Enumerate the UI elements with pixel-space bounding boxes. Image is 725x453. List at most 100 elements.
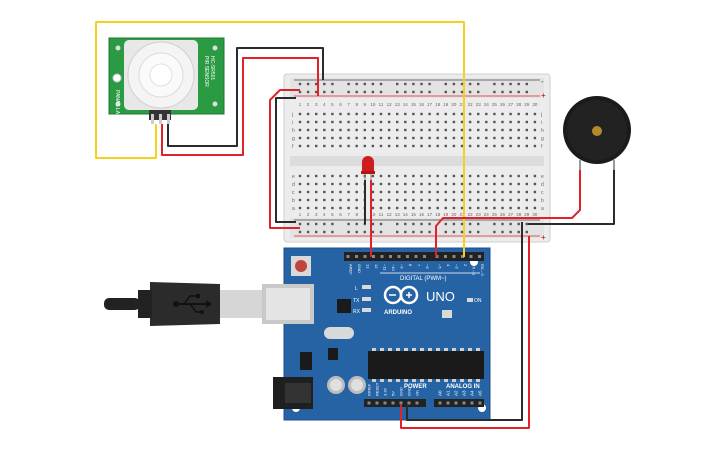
breadboard-hole[interactable] xyxy=(396,144,399,148)
wire-pir-ground[interactable] xyxy=(167,47,324,147)
breadboard-hole[interactable] xyxy=(387,206,391,210)
breadboard-hole[interactable] xyxy=(404,190,407,194)
breadboard-hole[interactable] xyxy=(298,190,302,194)
breadboard-hole[interactable] xyxy=(493,206,496,210)
breadboard-hole[interactable] xyxy=(501,112,504,116)
breadboard-hole[interactable] xyxy=(452,112,456,116)
digital-pin-socket[interactable] xyxy=(478,255,481,258)
breadboard-hole[interactable] xyxy=(355,144,358,148)
breadboard-hole[interactable] xyxy=(355,206,358,210)
breadboard-hole[interactable] xyxy=(331,182,334,186)
breadboard-hole[interactable] xyxy=(363,112,366,116)
breadboard-hole[interactable] xyxy=(404,174,407,178)
breadboard-hole[interactable] xyxy=(412,128,415,132)
breadboard-hole[interactable] xyxy=(452,206,456,210)
rail-hole[interactable] xyxy=(379,230,383,234)
breadboard-hole[interactable] xyxy=(444,128,447,132)
breadboard-hole[interactable] xyxy=(509,144,512,148)
breadboard-hole[interactable] xyxy=(371,206,375,210)
rail-hole[interactable] xyxy=(298,90,302,94)
breadboard-hole[interactable] xyxy=(420,136,423,140)
breadboard-hole[interactable] xyxy=(404,206,407,210)
rail-hole[interactable] xyxy=(444,230,447,234)
breadboard-hole[interactable] xyxy=(347,112,350,116)
breadboard-hole[interactable] xyxy=(323,182,326,186)
breadboard-hole[interactable] xyxy=(323,190,326,194)
breadboard-hole[interactable] xyxy=(331,112,334,116)
breadboard-hole[interactable] xyxy=(331,190,334,194)
breadboard-hole[interactable] xyxy=(428,136,431,140)
breadboard-hole[interactable] xyxy=(331,120,334,124)
rail-hole[interactable] xyxy=(420,82,423,86)
breadboard-hole[interactable] xyxy=(485,206,488,210)
breadboard-hole[interactable] xyxy=(298,112,302,116)
breadboard-hole[interactable] xyxy=(315,198,318,202)
breadboard-hole[interactable] xyxy=(306,136,310,140)
rail-hole[interactable] xyxy=(525,230,528,234)
breadboard-hole[interactable] xyxy=(436,190,439,194)
breadboard-hole[interactable] xyxy=(452,198,456,202)
analog-pin-socket[interactable] xyxy=(454,401,458,405)
breadboard-hole[interactable] xyxy=(452,182,456,186)
breadboard-hole[interactable] xyxy=(420,144,423,148)
digital-pin-socket[interactable] xyxy=(414,255,418,258)
rail-hole[interactable] xyxy=(323,82,326,86)
breadboard-hole[interactable] xyxy=(412,144,415,148)
breadboard-hole[interactable] xyxy=(533,182,537,186)
rail-hole[interactable] xyxy=(525,90,528,94)
breadboard-hole[interactable] xyxy=(355,112,358,116)
breadboard-hole[interactable] xyxy=(363,136,366,140)
breadboard-hole[interactable] xyxy=(339,128,342,132)
breadboard-hole[interactable] xyxy=(517,144,520,148)
breadboard-hole[interactable] xyxy=(468,198,472,202)
breadboard-hole[interactable] xyxy=(436,198,439,202)
breadboard-hole[interactable] xyxy=(306,112,310,116)
breadboard-hole[interactable] xyxy=(533,136,537,140)
breadboard-hole[interactable] xyxy=(371,198,375,202)
breadboard-hole[interactable] xyxy=(509,182,512,186)
rail-hole[interactable] xyxy=(477,230,480,234)
rail-hole[interactable] xyxy=(428,222,431,226)
rail-hole[interactable] xyxy=(306,90,310,94)
breadboard-hole[interactable] xyxy=(420,190,423,194)
rail-hole[interactable] xyxy=(509,230,512,234)
breadboard-hole[interactable] xyxy=(477,112,480,116)
breadboard-hole[interactable] xyxy=(485,174,488,178)
breadboard-hole[interactable] xyxy=(428,112,431,116)
breadboard-hole[interactable] xyxy=(525,198,528,202)
breadboard-hole[interactable] xyxy=(485,190,488,194)
breadboard-hole[interactable] xyxy=(452,190,456,194)
breadboard-hole[interactable] xyxy=(379,120,383,124)
breadboard-hole[interactable] xyxy=(477,136,480,140)
breadboard-hole[interactable] xyxy=(493,112,496,116)
breadboard-hole[interactable] xyxy=(363,128,366,132)
breadboard-hole[interactable] xyxy=(493,144,496,148)
wire-buzzer-ground[interactable] xyxy=(528,170,615,225)
breadboard-hole[interactable] xyxy=(379,190,383,194)
breadboard-hole[interactable] xyxy=(501,206,504,210)
breadboard-hole[interactable] xyxy=(444,198,447,202)
breadboard-hole[interactable] xyxy=(468,190,472,194)
breadboard-hole[interactable] xyxy=(533,174,537,178)
rail-hole[interactable] xyxy=(412,222,415,226)
breadboard-hole[interactable] xyxy=(379,136,383,140)
breadboard-hole[interactable] xyxy=(420,112,423,116)
breadboard-hole[interactable] xyxy=(468,120,472,124)
breadboard-hole[interactable] xyxy=(298,174,302,178)
rail-hole[interactable] xyxy=(396,230,399,234)
breadboard-hole[interactable] xyxy=(315,144,318,148)
breadboard-hole[interactable] xyxy=(525,190,528,194)
breadboard-hole[interactable] xyxy=(509,128,512,132)
breadboard-hole[interactable] xyxy=(331,136,334,140)
breadboard-hole[interactable] xyxy=(517,182,520,186)
rail-hole[interactable] xyxy=(460,222,464,226)
wire-buzzer-signal[interactable] xyxy=(435,170,581,257)
wire-pir-signal[interactable] xyxy=(95,21,465,257)
breadboard-hole[interactable] xyxy=(444,174,447,178)
breadboard-hole[interactable] xyxy=(298,144,302,148)
breadboard-hole[interactable] xyxy=(339,206,342,210)
breadboard-hole[interactable] xyxy=(387,112,391,116)
rail-hole[interactable] xyxy=(460,82,464,86)
breadboard-hole[interactable] xyxy=(493,190,496,194)
